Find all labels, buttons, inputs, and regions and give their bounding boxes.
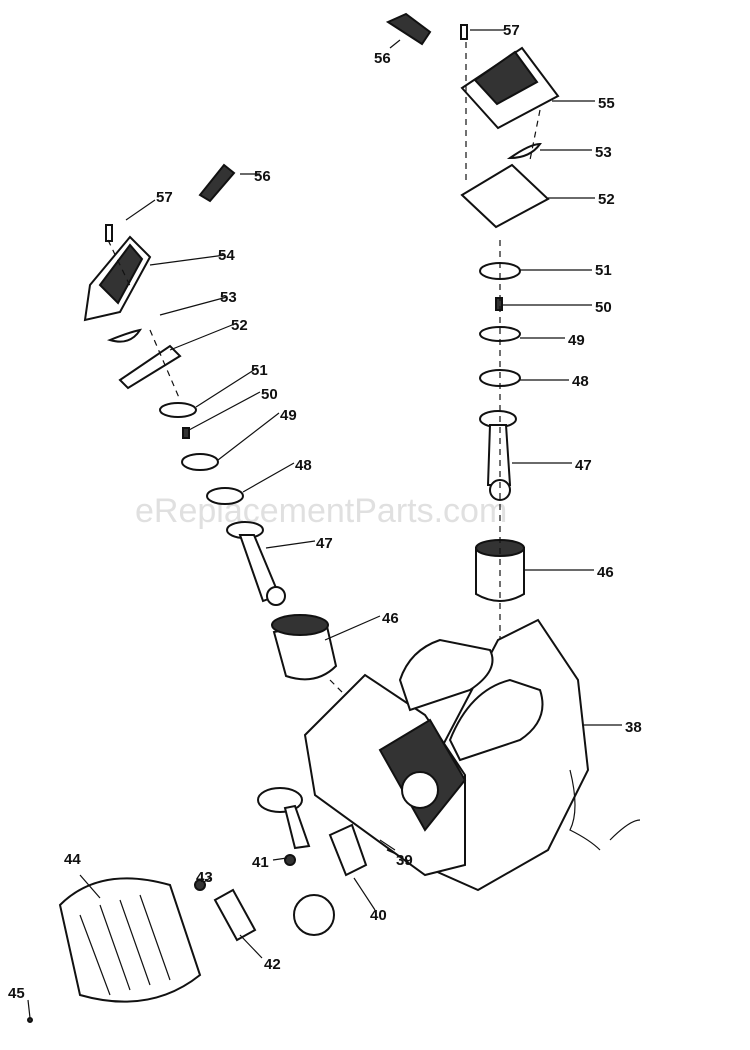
part-57-screw-left [105, 224, 113, 242]
callout-44: 44 [64, 851, 81, 868]
part-40-eccentric [328, 823, 368, 877]
part-56-fitting-left [198, 163, 236, 203]
callout-43: 43 [196, 869, 213, 886]
part-38-motor-housing [303, 618, 641, 892]
part-counterweight [293, 894, 335, 936]
part-41-key [284, 854, 296, 866]
callout-48-right: 48 [572, 373, 589, 390]
callout-41: 41 [252, 854, 269, 871]
part-49-washer-left [181, 453, 219, 471]
part-53-gasket [506, 142, 542, 160]
part-45-screw [27, 1017, 33, 1023]
part-56-fitting [385, 12, 432, 46]
part-46-cylinder-left [272, 620, 338, 681]
watermark: eReplacementParts.com [135, 492, 507, 530]
callout-53-left: 53 [220, 289, 237, 306]
part-43-nut [194, 879, 206, 891]
callout-57-left: 57 [156, 189, 173, 206]
part-52-valve-plate-left [118, 344, 182, 390]
callout-46-left: 46 [382, 610, 399, 627]
callout-57-right: 57 [503, 22, 520, 39]
callout-47-right: 47 [575, 457, 592, 474]
callout-48-left: 48 [295, 457, 312, 474]
callout-51-right: 51 [595, 262, 612, 279]
callout-52-right: 52 [598, 191, 615, 208]
part-50-screw [495, 297, 503, 311]
callout-49-left: 49 [280, 407, 297, 424]
right-cylinder-assembly [385, 12, 560, 640]
callout-55: 55 [598, 95, 615, 112]
callout-52-left: 52 [231, 317, 248, 334]
part-50-screw-left [182, 427, 190, 439]
callout-38: 38 [625, 719, 642, 736]
leader-lines [27, 29, 622, 1019]
callout-42: 42 [264, 956, 281, 973]
callout-39: 39 [396, 852, 413, 869]
left-cylinder-assembly [83, 163, 351, 701]
crank-and-fan-assembly [27, 787, 368, 1023]
callout-56-right: 56 [374, 50, 391, 67]
callout-labels: 57 56 55 53 52 51 50 49 48 47 46 38 56 5… [8, 22, 642, 1002]
part-44-fan [58, 877, 202, 1003]
callout-49-right: 49 [568, 332, 585, 349]
callout-46-right: 46 [597, 564, 614, 581]
part-48-retainer-left [206, 487, 244, 505]
part-42-crank [213, 888, 257, 942]
part-57-screw [460, 24, 468, 40]
callout-50-left: 50 [261, 386, 278, 403]
callout-53-right: 53 [595, 144, 612, 161]
callout-56-left: 56 [254, 168, 271, 185]
callout-54: 54 [218, 247, 235, 264]
callout-45: 45 [8, 985, 25, 1002]
callout-40: 40 [370, 907, 387, 924]
part-52-valve-plate [460, 163, 550, 229]
part-51-gasket-left [159, 402, 197, 418]
callout-50-right: 50 [595, 299, 612, 316]
part-53-gasket-left [106, 328, 143, 343]
callout-51-left: 51 [251, 362, 268, 379]
callout-47-left: 47 [316, 535, 333, 552]
